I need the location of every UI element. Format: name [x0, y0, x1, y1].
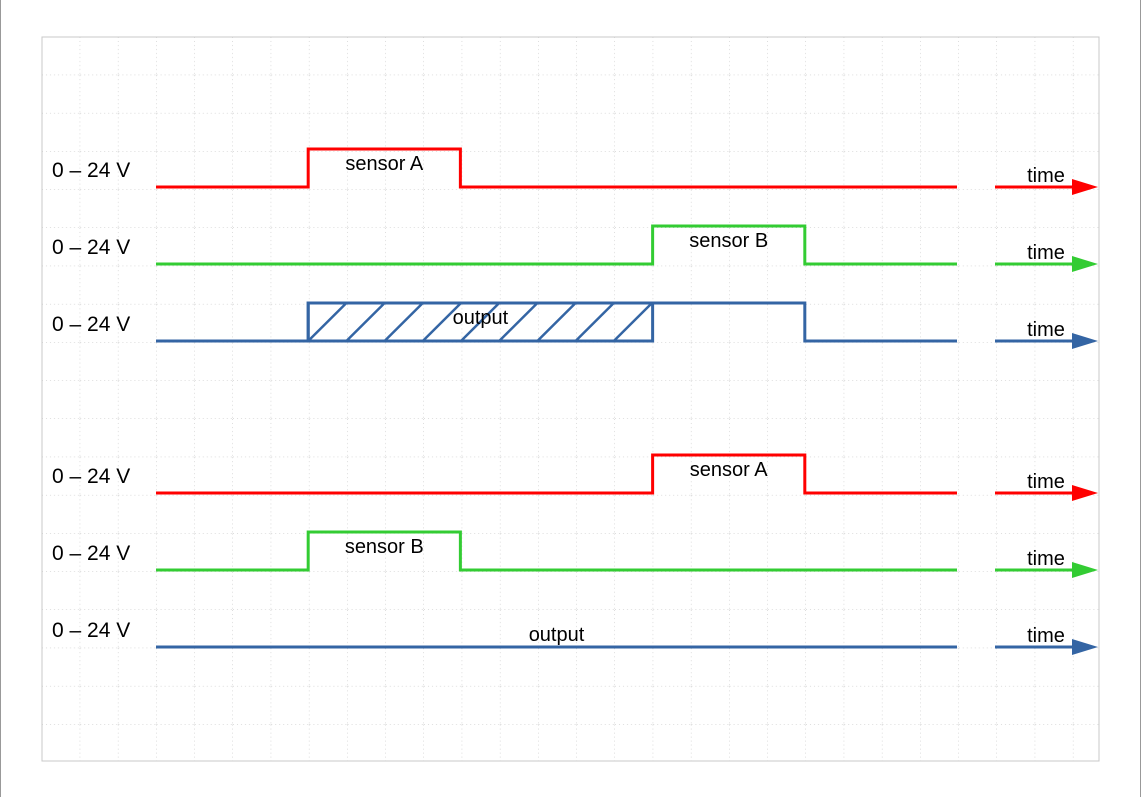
- signal-label: sensor B: [345, 536, 424, 558]
- time-axis-label: time: [1027, 242, 1065, 264]
- hatch-line: [612, 302, 653, 342]
- hatch-line: [536, 302, 577, 342]
- hatch-line: [460, 302, 501, 342]
- hatch-line: [574, 302, 615, 342]
- waveform-line: [156, 224, 957, 266]
- scenario-2-group: 0 – 24 V sensor A time 0 – 24 V sensor B time…: [52, 453, 1098, 655]
- hatched-region-outline: [306, 301, 655, 343]
- waveform-line: [156, 147, 957, 189]
- hatch-line: [421, 302, 462, 342]
- voltage-label: 0 – 24 V: [52, 236, 130, 259]
- voltage-label: 0 – 24 V: [52, 159, 130, 182]
- hatch-line: [345, 302, 386, 342]
- hatch-line: [307, 302, 348, 342]
- time-axis-label: time: [1027, 319, 1065, 341]
- waveform-line: [156, 453, 957, 495]
- signal-label: output: [529, 624, 585, 646]
- signal-row: 0 – 24 V output time: [52, 619, 1098, 655]
- signal-rows: 0 – 24 V sensor A time 0 – 24 V sensor B time…: [52, 147, 1098, 655]
- voltage-label: 0 – 24 V: [52, 465, 130, 488]
- time-axis-label: time: [1027, 625, 1065, 647]
- time-arrow-icon: [1072, 562, 1098, 578]
- hatch-line: [498, 302, 539, 342]
- signal-label: output: [453, 307, 509, 329]
- scenario-1-group: 0 – 24 V sensor A time 0 – 24 V sensor B time…: [52, 147, 1098, 349]
- signal-label: sensor A: [345, 153, 423, 175]
- signal-row: 0 – 24 V sensor A time: [52, 453, 1098, 501]
- waveform-line: [156, 530, 957, 572]
- time-arrow-icon: [1072, 639, 1098, 655]
- time-arrow-icon: [1072, 256, 1098, 272]
- drawing-frame: [41, 36, 1100, 762]
- signal-row: 0 – 24 V output time: [52, 301, 1098, 349]
- signal-row: 0 – 24 V sensor B time: [52, 224, 1098, 272]
- time-arrow-icon: [1072, 485, 1098, 501]
- time-arrow-icon: [1072, 179, 1098, 195]
- signal-label: sensor A: [690, 459, 768, 481]
- time-arrow-icon: [1072, 333, 1098, 349]
- voltage-label: 0 – 24 V: [52, 619, 130, 642]
- time-axis-label: time: [1027, 548, 1065, 570]
- time-axis-label: time: [1027, 165, 1065, 187]
- voltage-label: 0 – 24 V: [52, 313, 130, 336]
- hatch-line: [383, 302, 424, 342]
- signal-row: 0 – 24 V sensor A time: [52, 147, 1098, 195]
- time-axis-label: time: [1027, 471, 1065, 493]
- signal-row: 0 – 24 V sensor B time: [52, 530, 1098, 578]
- signal-label: sensor B: [689, 230, 768, 252]
- voltage-label: 0 – 24 V: [52, 542, 130, 565]
